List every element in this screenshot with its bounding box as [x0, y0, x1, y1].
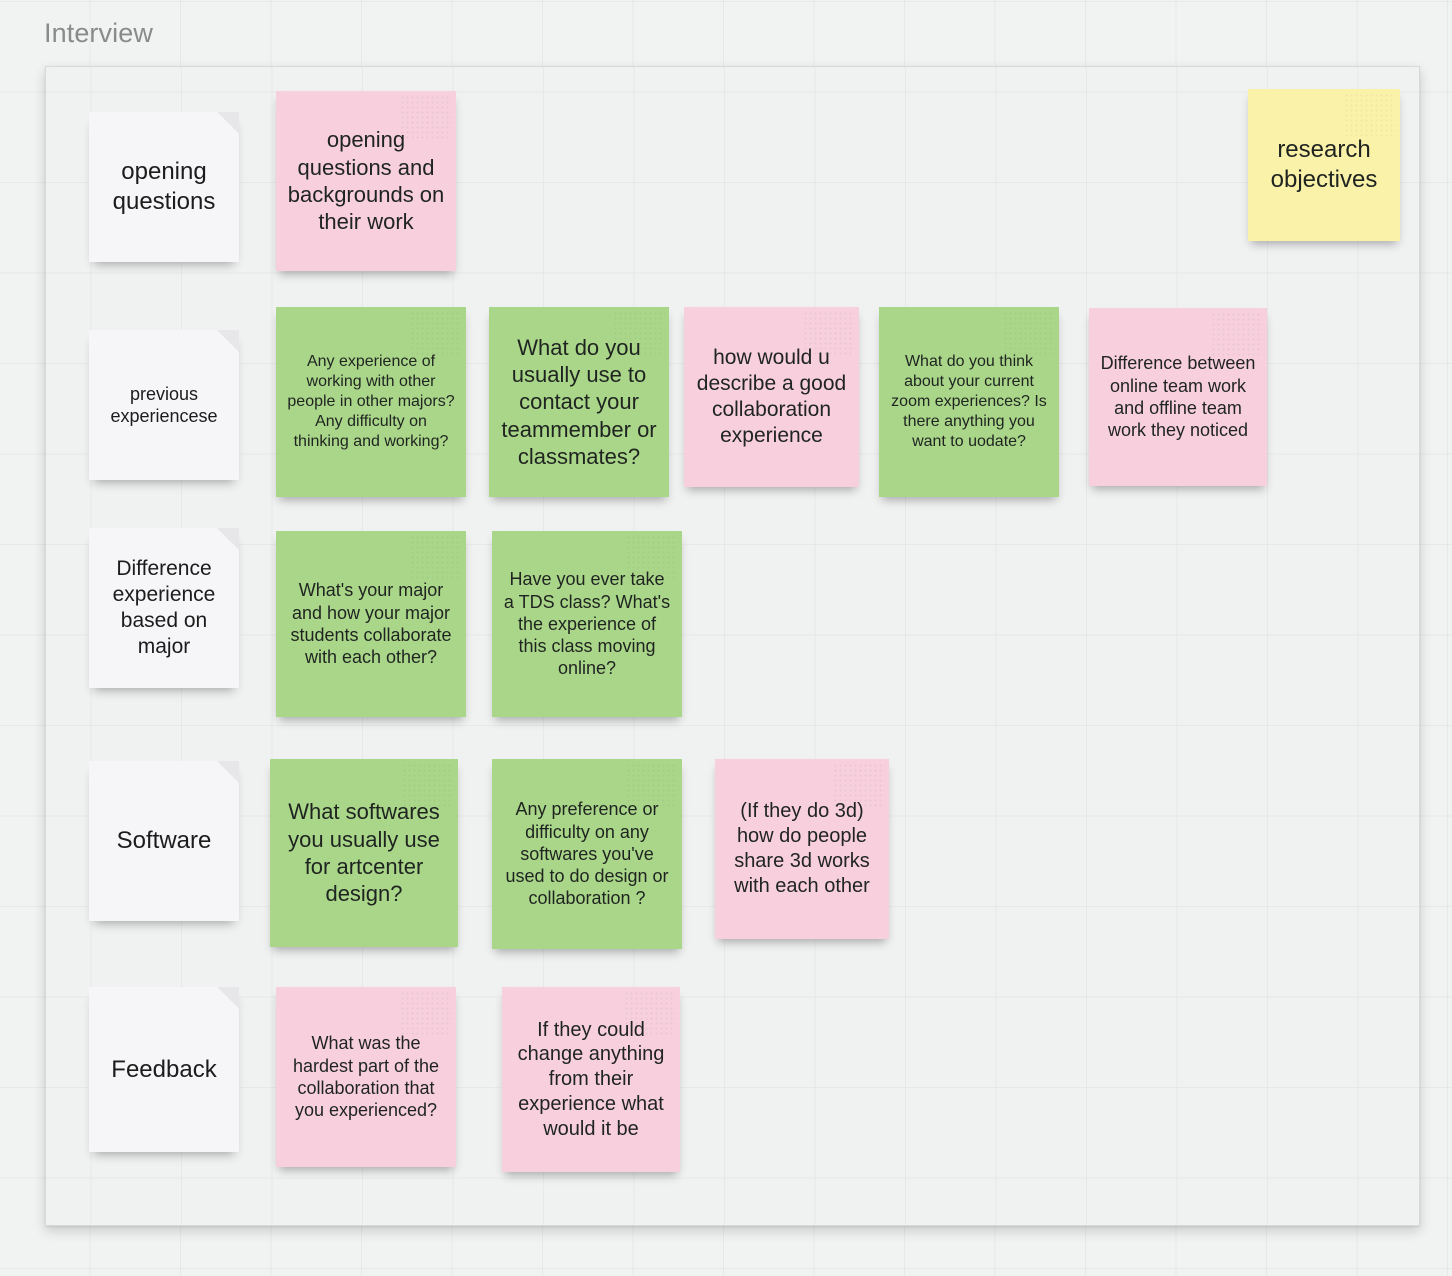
sticky-note-r4c3[interactable]: (If they do 3d) how do people share 3d w…	[715, 759, 889, 939]
sticky-note-text: What softwares you usually use for artce…	[288, 799, 440, 907]
frame-title[interactable]: Interview	[44, 18, 153, 48]
sticky-note-r3c2[interactable]: Have you ever take a TDS class? What's t…	[492, 531, 682, 717]
row-label-difference-experience-major[interactable]: Difference experience based on major	[89, 528, 239, 688]
row-label-text: previous experiencese	[110, 383, 218, 426]
sticky-note-text: Have you ever take a TDS class? What's t…	[503, 569, 671, 679]
sticky-note-text: Any experience of working with other peo…	[287, 353, 455, 450]
sticky-note-text: What was the hardest part of the collabo…	[292, 1033, 440, 1121]
sticky-note-r2c2[interactable]: What do you usually use to contact your …	[489, 307, 669, 497]
sticky-note-text: What's your major and how your major stu…	[290, 580, 452, 668]
sticky-note-r5c1[interactable]: What was the hardest part of the collabo…	[276, 987, 456, 1167]
sticky-note-r2c1[interactable]: Any experience of working with other peo…	[276, 307, 466, 497]
sticky-note-text: opening questions and backgrounds on the…	[287, 127, 445, 235]
sticky-note-r2c3[interactable]: how would u describe a good collaboratio…	[684, 307, 859, 487]
sticky-note-text: research objectives	[1270, 136, 1378, 193]
row-label-text: Feedback	[111, 1055, 217, 1083]
row-label-text: Difference experience based on major	[112, 556, 216, 659]
row-label-text: opening questions	[112, 158, 216, 215]
sticky-note-text: What do you usually use to contact your …	[501, 334, 657, 469]
sticky-note-text: Any preference or difficulty on any soft…	[505, 799, 669, 909]
sticky-note-text: What do you think about your current zoo…	[891, 353, 1047, 450]
sticky-note-text: If they could change anything from their…	[517, 1018, 665, 1140]
sticky-note-r5c2[interactable]: If they could change anything from their…	[502, 987, 680, 1172]
row-label-text: Software	[116, 827, 212, 855]
row-label-previous-experiences[interactable]: previous experiencese	[89, 330, 239, 480]
sticky-note-r2c5[interactable]: Difference between online team work and …	[1089, 308, 1267, 486]
sticky-note-r4c1[interactable]: What softwares you usually use for artce…	[270, 759, 458, 947]
sticky-note-r3c1[interactable]: What's your major and how your major stu…	[276, 531, 466, 717]
sticky-note-r2c4[interactable]: What do you think about your current zoo…	[879, 307, 1059, 497]
sticky-note-research-objectives[interactable]: research objectives	[1248, 89, 1400, 241]
interview-frame[interactable]: opening questions previous experiencese …	[45, 66, 1420, 1226]
sticky-note-text: how would u describe a good collaboratio…	[696, 345, 847, 448]
row-label-software[interactable]: Software	[89, 761, 239, 921]
sticky-note-r4c2[interactable]: Any preference or difficulty on any soft…	[492, 759, 682, 949]
sticky-note-text: Difference between online team work and …	[1100, 353, 1256, 441]
sticky-note-text: (If they do 3d) how do people share 3d w…	[734, 800, 870, 897]
row-label-opening-questions[interactable]: opening questions	[89, 112, 239, 262]
row-label-feedback[interactable]: Feedback	[89, 987, 239, 1152]
sticky-note-r1c1[interactable]: opening questions and backgrounds on the…	[276, 91, 456, 271]
